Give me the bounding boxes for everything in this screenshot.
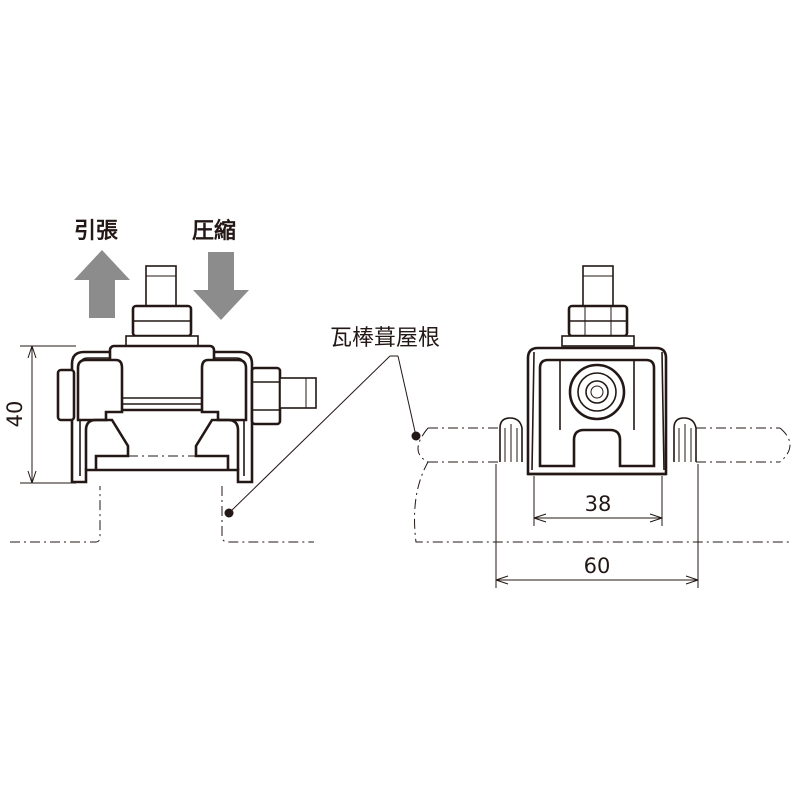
roof-type-label: 瓦棒葺屋根 [330,326,440,351]
front-frame [526,346,668,476]
inner-width-value: 38 [585,492,612,516]
outer-width-dimension: 60 [495,464,699,588]
outer-bracket [70,350,254,484]
height-dimension-value: 40 [3,401,27,428]
round-nut [568,363,626,421]
height-dimension: 40 [3,345,76,484]
inner-width-dimension: 38 [533,476,663,526]
arrow-down-icon [193,252,249,320]
roof-sheet [428,427,780,463]
compression-label: 圧縮 [192,218,236,244]
side-view: 引張 圧縮 40 [3,218,391,543]
arrow-up-icon [74,250,130,318]
roof-profile-side [10,486,101,543]
outer-width-value: 60 [584,554,611,578]
clamp-body [108,344,216,412]
side-bolt [250,366,317,426]
bolt [125,265,199,347]
seam-left [499,417,523,462]
right-jaw [200,358,248,422]
front-view: 瓦棒葺屋根 [330,265,791,588]
seam-right [673,417,697,462]
tension-label: 引張 [74,219,119,244]
front-bolt [561,265,635,347]
left-jaw [76,358,124,422]
